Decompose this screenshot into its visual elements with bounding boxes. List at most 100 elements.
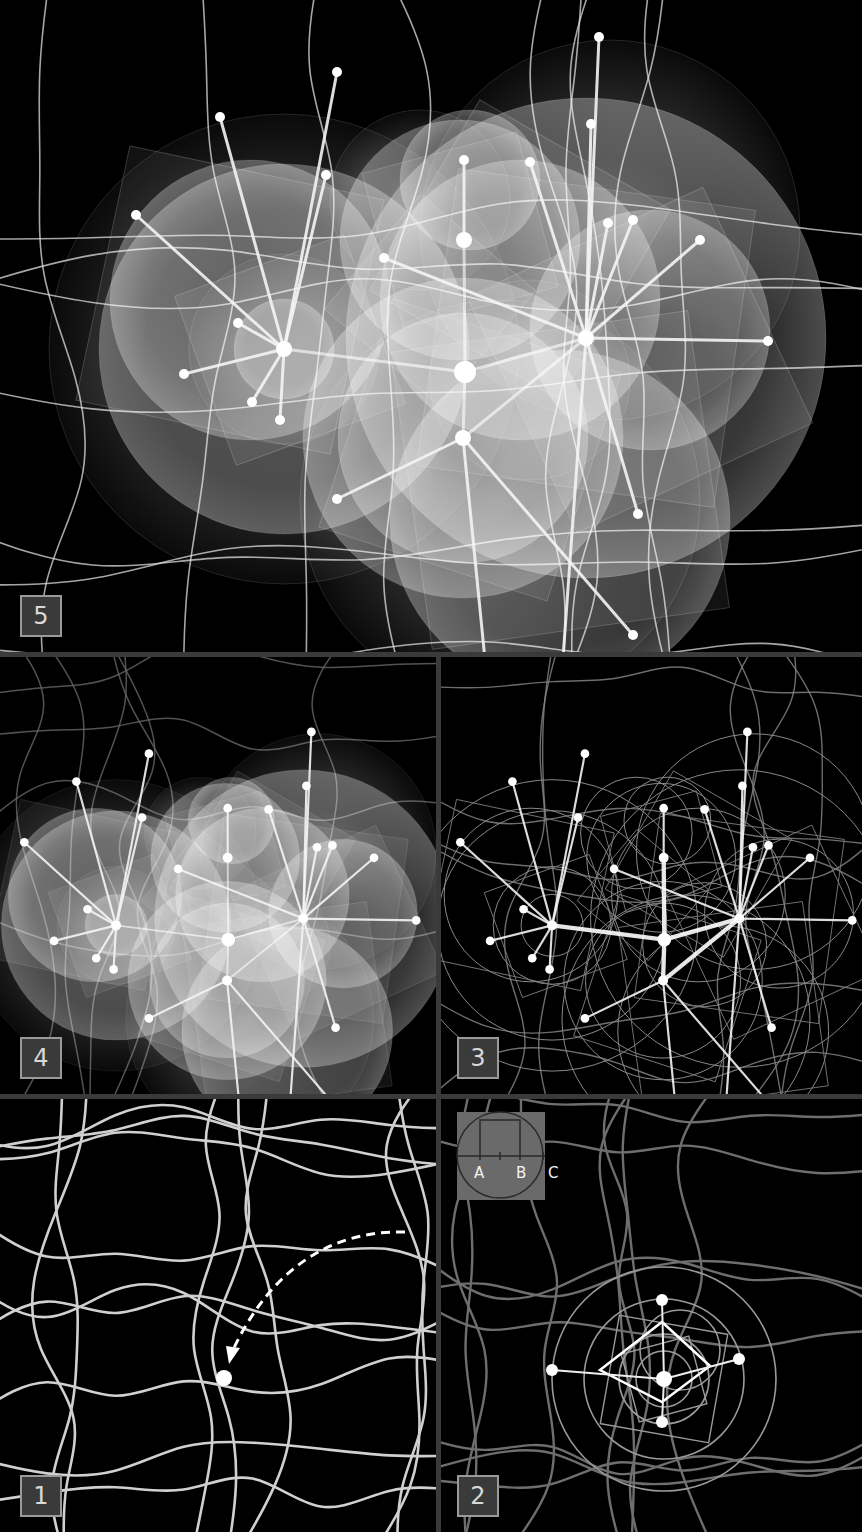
site-dot [733, 1353, 745, 1365]
terrain-line [441, 1432, 862, 1488]
spoke-line [303, 858, 374, 919]
terrain-line [0, 1442, 436, 1476]
influence-circle [552, 1267, 776, 1491]
spoke-line [530, 162, 586, 338]
site-dot [379, 253, 389, 263]
site-dot [179, 369, 189, 379]
hub-dot [222, 976, 232, 986]
spoke-line [149, 981, 227, 1019]
site-dot [581, 1014, 590, 1023]
hub-link [464, 240, 465, 372]
site-dot [486, 937, 495, 946]
inset-letter: C [548, 1164, 558, 1182]
hub-link [663, 919, 739, 981]
terrain-line [397, 1099, 429, 1532]
spoke-line [303, 732, 311, 919]
hub-dot [454, 361, 476, 383]
hub-link [662, 858, 667, 940]
terrain-line [0, 1478, 436, 1508]
panel-number: 1 [33, 1482, 48, 1510]
hub-dot [578, 330, 594, 346]
hub-dot [455, 430, 471, 446]
diamond-outline [600, 1322, 710, 1402]
site-dot [806, 853, 815, 862]
dashed-path [232, 1232, 405, 1352]
influence-circle [444, 808, 618, 982]
site-dot [131, 210, 141, 220]
influence-square [141, 829, 272, 960]
spoke-line [560, 338, 586, 652]
site-dot [233, 318, 243, 328]
panel-1 [0, 1099, 436, 1532]
site-dot [545, 965, 554, 974]
terrain-line [0, 1296, 436, 1340]
terrain-line [0, 1284, 436, 1335]
spoke-line [552, 818, 578, 926]
spoke-line [550, 925, 552, 969]
site-dot [628, 215, 638, 225]
panel-number-box: 1 [20, 1475, 62, 1517]
site-dot [508, 777, 517, 786]
site-dot [313, 843, 322, 852]
terrain-line [0, 1116, 436, 1166]
spoke-line [54, 925, 116, 941]
spoke-line [614, 869, 739, 919]
spoke-line [663, 981, 768, 1094]
hub-dot [111, 920, 121, 930]
site-dot [275, 415, 285, 425]
spoke-line [739, 858, 810, 919]
site-dot [695, 235, 705, 245]
spoke-line [227, 808, 229, 858]
spoke-line [586, 37, 599, 338]
panel-number-box: 4 [20, 1037, 62, 1079]
spoke-line [303, 845, 332, 918]
spoke-line [284, 175, 326, 349]
hub-dot [223, 853, 233, 863]
site-dot [743, 728, 752, 737]
influence-circle [441, 780, 698, 1071]
spoke-line [664, 1359, 739, 1379]
panel-number: 2 [470, 1482, 485, 1510]
terrain-line [0, 1357, 436, 1412]
site-dot [50, 937, 59, 946]
spoke-line [663, 981, 678, 1094]
spoke-line [96, 925, 116, 958]
spoke-line [24, 842, 116, 925]
site-dot [174, 865, 183, 874]
site-dot [412, 916, 421, 925]
inset-letter: B [516, 1164, 526, 1182]
arrow-head [226, 1346, 240, 1364]
site-dot [145, 1014, 154, 1023]
panel-number-box: 3 [457, 1037, 499, 1079]
spoke-line [463, 160, 466, 240]
terrain-line [0, 718, 436, 750]
site-dot [307, 728, 316, 737]
hub-dot [656, 1371, 672, 1387]
hub-link [465, 338, 586, 372]
hub-link [227, 858, 229, 940]
terrain-line [0, 657, 436, 695]
terrain-line [441, 1436, 862, 1476]
site-dot [749, 843, 758, 852]
spoke-line [303, 919, 335, 1028]
influence-square [618, 902, 828, 1094]
spoke-line [739, 732, 747, 919]
influence-square [441, 799, 614, 990]
terrain-line [441, 1301, 862, 1347]
spoke-line [227, 981, 332, 1094]
spoke-line [136, 215, 284, 349]
site-dot [633, 509, 643, 519]
panel-5 [0, 0, 862, 652]
influence-square [574, 894, 761, 1081]
spoke-line [586, 124, 591, 338]
panel-number: 5 [33, 602, 48, 630]
site-dot [223, 804, 232, 813]
site-dot [528, 954, 537, 963]
panel-4 [0, 657, 436, 1094]
hub-dot [276, 341, 292, 357]
terrain-line [238, 1099, 291, 1532]
spoke-line [284, 72, 337, 349]
spoke-line [532, 925, 552, 958]
